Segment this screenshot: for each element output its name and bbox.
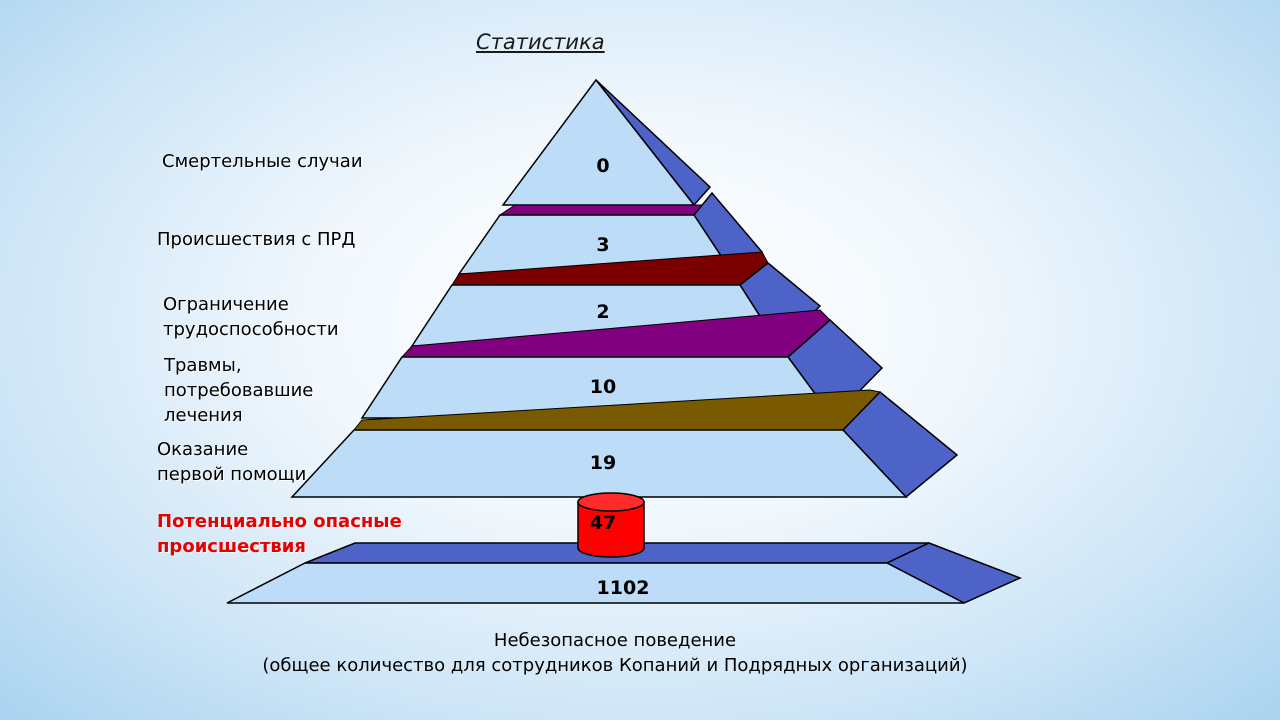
label-restricted-work-line1: Ограничение bbox=[163, 294, 289, 315]
value-level-1: 3 bbox=[596, 234, 609, 256]
label-fatalities: Смертельные случаи bbox=[162, 149, 363, 174]
cylinder-47 bbox=[577, 492, 645, 558]
label-near-miss-line1: Потенциально опасные bbox=[157, 511, 402, 532]
label-medical-treatment: Травмы, потребовавшие лечения bbox=[164, 353, 313, 428]
label-fatalities-text: Смертельные случаи bbox=[162, 151, 363, 172]
label-restricted-work-line2: трудоспособности bbox=[163, 319, 339, 340]
caption-line2: (общее количество для сотрудников Копани… bbox=[262, 655, 968, 676]
value-level-3: 10 bbox=[590, 376, 616, 398]
slide-title: Статистика bbox=[476, 30, 605, 54]
value-level-2: 2 bbox=[596, 301, 609, 323]
label-restricted-work: Ограничение трудоспособности bbox=[163, 292, 339, 342]
separator-1 bbox=[498, 204, 712, 216]
label-medical-treatment-line3: лечения bbox=[164, 405, 243, 426]
label-lost-time-incidents: Происшествия с ПРД bbox=[157, 227, 355, 252]
caption-line1: Небезопасное поведение bbox=[493, 630, 737, 651]
value-level-0: 0 bbox=[596, 155, 609, 177]
label-first-aid-line2: первой помощи bbox=[157, 464, 307, 485]
label-near-miss-line2: происшествия bbox=[157, 536, 306, 557]
base-front bbox=[226, 562, 965, 604]
label-medical-treatment-line2: потребовавшие bbox=[164, 380, 314, 401]
level-0-front bbox=[501, 78, 696, 206]
label-lost-time-incidents-text: Происшествия с ПРД bbox=[157, 229, 356, 250]
level-4-front bbox=[290, 429, 908, 498]
label-near-miss: Потенциально опасные происшествия bbox=[157, 509, 402, 559]
label-medical-treatment-line1: Травмы, bbox=[164, 355, 242, 376]
value-level-6: 1102 bbox=[597, 577, 650, 599]
value-level-4: 19 bbox=[590, 452, 616, 474]
label-first-aid-line1: Оказание bbox=[157, 439, 249, 460]
label-first-aid: Оказание первой помощи bbox=[157, 437, 306, 487]
value-level-5: 47 bbox=[590, 512, 616, 534]
